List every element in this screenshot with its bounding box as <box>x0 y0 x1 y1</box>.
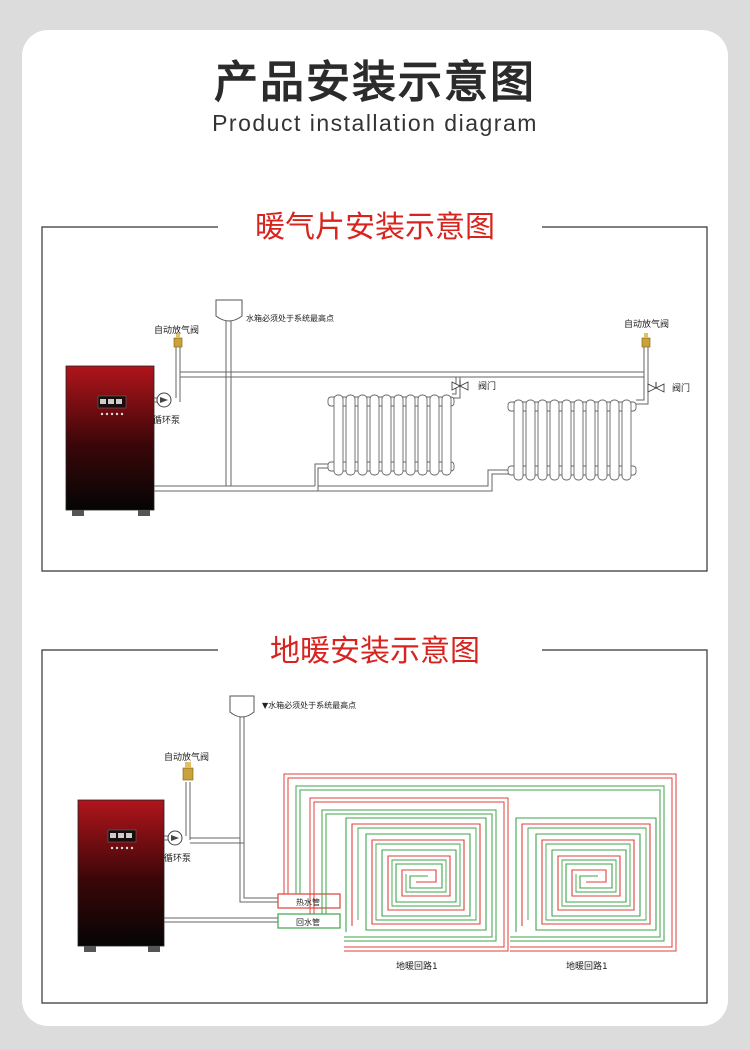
floor-water-tank <box>229 695 255 718</box>
valve-1-label: 阀门 <box>478 380 496 392</box>
floor-auto-vent-valve <box>182 762 194 781</box>
circulation-pump <box>156 392 172 408</box>
floor-pipes <box>164 712 278 923</box>
floor-auto-vent-label: 自动放气阀 <box>164 751 209 763</box>
auto-vent-label-left: 自动放气阀 <box>154 324 199 336</box>
floor-circulation-pump <box>167 830 183 846</box>
auto-vent-valve-left <box>173 333 183 348</box>
page-subtitle: Product installation diagram <box>212 110 538 136</box>
floor-loop-2 <box>515 817 657 932</box>
circulation-pump-label: 循环泵 <box>153 414 180 426</box>
return-water-pipe-label: 回水管 <box>296 917 320 927</box>
hot-water-pipe-label: 热水管 <box>296 897 320 907</box>
floor-loop-1 <box>345 817 487 932</box>
floor-boiler-unit <box>77 799 165 952</box>
hot-water-manifold <box>277 893 341 909</box>
loop-1-label: 地暖回路1 <box>396 960 438 972</box>
floor-frame <box>41 649 708 1004</box>
radiator-pipes <box>154 314 649 492</box>
floor-section-title: 地暖安装示意图 <box>270 634 480 669</box>
page-title: 产品安装示意图 <box>214 57 536 108</box>
return-water-manifold <box>277 913 341 929</box>
radiator-frame <box>41 226 708 572</box>
water-tank-note: 水箱必须处于系统最高点 <box>246 313 334 323</box>
valve-1 <box>451 380 469 391</box>
loop-2-label: 地暖回路1 <box>566 960 608 972</box>
radiator-section-title: 暖气片安装示意图 <box>255 210 495 245</box>
radiator-diagram: 自动放气阀 自动放气阀 水箱必须处于系统最高点 循环泵 阀门 阀门 <box>41 226 708 572</box>
floor-pump-label: 循环泵 <box>164 852 191 864</box>
auto-vent-label-right: 自动放气阀 <box>624 318 669 330</box>
water-tank <box>215 299 243 322</box>
auto-vent-valve-right <box>641 333 651 348</box>
floor-feeder-pipes <box>283 773 677 952</box>
radiator-2 <box>507 399 637 481</box>
valve-2-label: 阀门 <box>672 382 690 394</box>
radiator-1 <box>327 394 455 476</box>
floor-water-tank-note: ▼水箱必须处于系统最高点 <box>262 700 356 710</box>
valve-2 <box>647 382 665 393</box>
boiler-unit <box>65 365 155 516</box>
